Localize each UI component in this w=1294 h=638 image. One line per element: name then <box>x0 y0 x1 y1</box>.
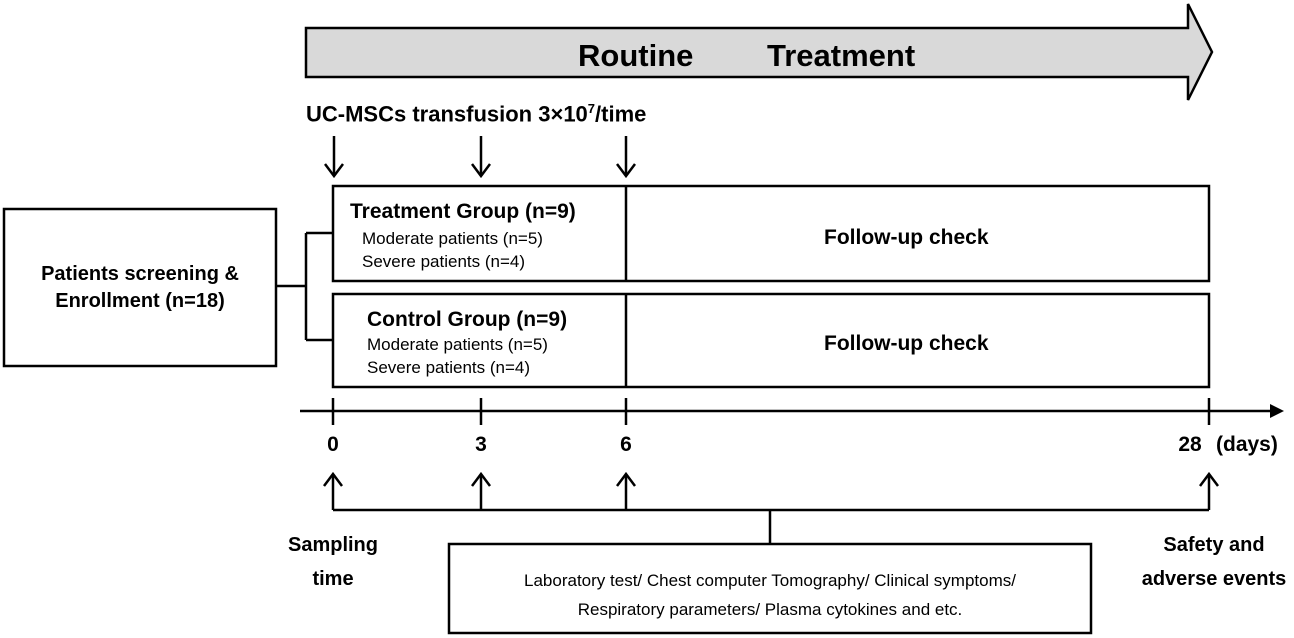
timeline-unit: (days) <box>1216 433 1278 456</box>
transfusion-text: UC-MSCs transfusion 3×10 <box>306 101 588 127</box>
treatment-group-title: Treatment Group (n=9) <box>350 200 576 223</box>
enrollment-label: Patients screening & Enrollment (n=18) <box>4 261 276 315</box>
control-severe: Severe patients (n=4) <box>367 358 531 377</box>
safety-line-1: Safety and <box>1163 534 1265 556</box>
banner-word-routine: Routine <box>578 38 694 73</box>
control-followup: Follow-up check <box>824 332 989 355</box>
control-group-title: Control Group (n=9) <box>367 308 568 331</box>
enrollment-line-1: Patients screening & <box>41 263 239 285</box>
transfusion-arrows <box>324 136 636 179</box>
timeline-axis <box>300 398 1284 425</box>
tests-line-2: Respiratory parameters/ Plasma cytokines… <box>577 600 963 620</box>
enrollment-line-2: Enrollment (n=18) <box>55 290 225 312</box>
transfusion-exponent: 7 <box>587 101 596 116</box>
control-group-box <box>331 292 1211 389</box>
treatment-followup: Follow-up check <box>824 226 989 249</box>
sampling-arrows <box>323 471 1219 544</box>
sampling-time-label: Sampling time <box>262 528 404 596</box>
treatment-moderate: Moderate patients (n=5) <box>362 229 543 248</box>
transfusion-suffix: /time <box>595 101 647 127</box>
tick-label-6: 6 <box>620 433 632 456</box>
sampling-line-1: Sampling <box>287 534 378 556</box>
routine-treatment-arrow <box>304 3 1214 101</box>
sampling-line-2: time <box>312 568 354 590</box>
control-moderate: Moderate patients (n=5) <box>367 335 548 354</box>
transfusion-label: UC-MSCs transfusion 3×107/time <box>306 102 646 125</box>
banner-word-treatment: Treatment <box>767 38 916 73</box>
treatment-group-box <box>331 184 1211 283</box>
tick-label-28: 28 <box>1178 433 1202 456</box>
tests-box <box>447 542 1093 635</box>
tick-label-3: 3 <box>475 433 487 456</box>
tests-line-1: Laboratory test/ Chest computer Tomograp… <box>524 571 1016 590</box>
group-connector <box>276 231 333 342</box>
tests-label: Laboratory test/ Chest computer Tomograp… <box>449 566 1091 624</box>
enrollment-box <box>2 207 278 368</box>
treatment-severe: Severe patients (n=4) <box>362 252 526 271</box>
safety-line-2: adverse events <box>1141 568 1287 590</box>
tick-label-0: 0 <box>327 433 339 456</box>
safety-events-label: Safety and adverse events <box>1136 528 1292 596</box>
